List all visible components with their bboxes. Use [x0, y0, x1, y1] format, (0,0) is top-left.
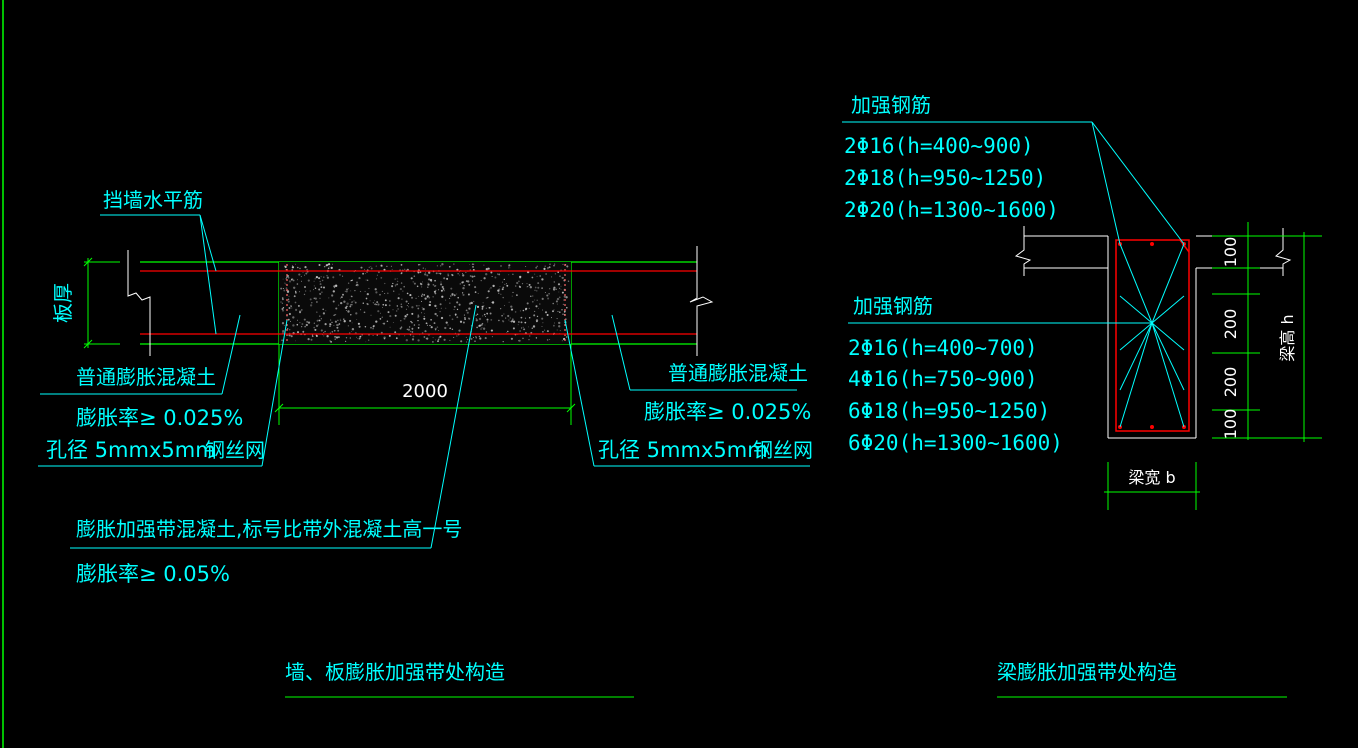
dim-lower-web: 200: [1221, 367, 1240, 398]
wall-slab-detail: 板厚 挡墙水平筋 2000 普通膨胀混凝土 膨胀率≥ 0.025% 孔径 5mm…: [38, 188, 813, 698]
break-line-right: [689, 246, 714, 356]
left-concrete-note: 普通膨胀混凝土 膨胀率≥ 0.025% 孔径 5mmx5mm 钢丝网: [38, 314, 288, 467]
right-concrete-note: 普通膨胀混凝土 膨胀率≥ 0.025% 孔径 5mmx5mm 钢丝网: [564, 314, 813, 467]
dim-bottom: 100: [1221, 409, 1240, 440]
leader-fan: [1119, 243, 1185, 428]
top-note-line-2: 2Φ18(h=950~1250): [844, 166, 1046, 190]
band-width-value: 2000: [402, 381, 448, 402]
beam-top-note: 加强钢筋 2Φ16(h=400~900) 2Φ18(h=950~1250) 2Φ…: [842, 93, 1185, 245]
bottom-note-line-3: 6Φ18(h=950~1250): [848, 399, 1050, 423]
right-note-mesh-size: 孔径 5mmx5mm: [598, 438, 768, 462]
bottom-note-title: 加强钢筋: [853, 294, 933, 318]
bottom-note-line-4: 6Φ20(h=1300~1600): [848, 431, 1063, 455]
top-note-line-1: 2Φ16(h=400~900): [844, 134, 1034, 158]
left-note-title: 普通膨胀混凝土: [76, 365, 216, 389]
break-line-left: [127, 250, 151, 356]
beam-bottom-note: 加强钢筋 2Φ16(h=400~700) 4Φ16(h=750~900) 6Φ1…: [848, 243, 1185, 455]
band-note-rate: 膨胀率≥ 0.05%: [76, 562, 230, 586]
beam-height-label: 梁高 h: [1278, 314, 1297, 361]
band-note-title: 膨胀加强带混凝土,标号比带外混凝土高一号: [76, 517, 462, 541]
beam-width-label: 梁宽 b: [1128, 468, 1175, 487]
beam-dimension-chain: [1212, 222, 1322, 442]
beam-detail-caption: 梁膨胀加强带处构造: [997, 660, 1177, 684]
right-note-rate: 膨胀率≥ 0.025%: [644, 400, 811, 424]
bottom-note-line-2: 4Φ16(h=750~900): [848, 367, 1038, 391]
band-width-dimension: [274, 344, 576, 425]
beam-stirrup: [1115, 239, 1190, 432]
beam-outline: [1014, 226, 1292, 439]
beam-width-dimension: [1104, 462, 1200, 510]
wall-rebar-label: 挡墙水平筋: [103, 188, 203, 212]
dim-top-slab: 100: [1221, 237, 1240, 268]
stirrup-hook: [1179, 239, 1190, 253]
top-note-title: 加强钢筋: [851, 93, 931, 117]
band-concrete-note: 膨胀加强带混凝土,标号比带外混凝土高一号 膨胀率≥ 0.05%: [70, 304, 477, 586]
bottom-note-line-1: 2Φ16(h=400~700): [848, 336, 1038, 360]
left-note-mesh-name: 钢丝网: [205, 438, 265, 462]
right-note-mesh-name: 钢丝网: [753, 438, 813, 462]
thickness-dimension: [83, 257, 120, 349]
wall-detail-caption: 墙、板膨胀加强带处构造: [285, 660, 505, 684]
horizontal-rebar: [140, 270, 697, 335]
rebar-leaders: [100, 214, 217, 335]
left-note-mesh-size: 孔径 5mmx5mm: [46, 438, 216, 462]
top-note-line-3: 2Φ20(h=1300~1600): [844, 198, 1059, 222]
right-note-title: 普通膨胀混凝土: [668, 361, 808, 385]
slab-thickness-label: 板厚: [51, 283, 75, 323]
beam-detail: 加强钢筋 2Φ16(h=400~900) 2Φ18(h=950~1250) 2Φ…: [842, 93, 1322, 698]
dim-upper-web: 200: [1221, 309, 1240, 340]
left-note-rate: 膨胀率≥ 0.025%: [76, 406, 243, 430]
